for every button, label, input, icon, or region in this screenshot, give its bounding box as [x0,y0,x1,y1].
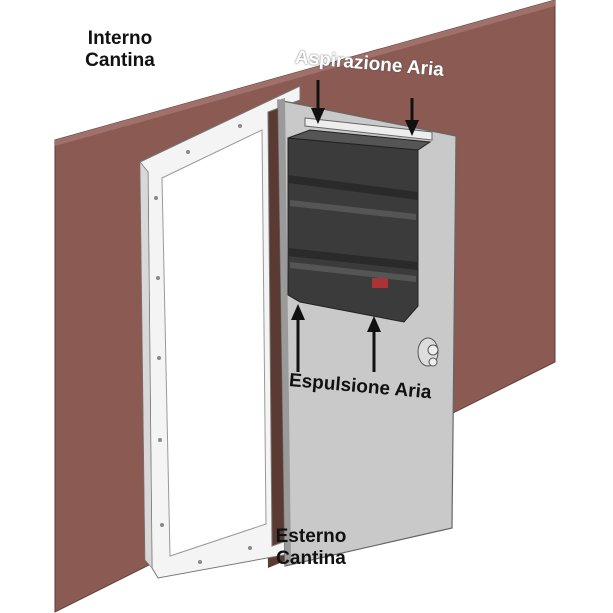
arrows [291,80,419,372]
label-outside-cellar: Esterno Cantina [268,526,354,570]
frame-screws [154,124,252,564]
air-conditioning-unit [287,117,433,323]
door-frame-side [139,161,153,569]
label-inside-line2: Cantina [85,50,155,71]
wall-top-edge [55,0,555,146]
label-outside-line2: Cantina [276,548,346,569]
door-handle-icon [417,337,439,367]
label-inside-cellar: Interno Cantina [78,28,162,72]
door-panel-edge [278,98,291,566]
label-inside-line1: Interno [87,28,153,49]
label-outside-line1: Esterno [275,526,347,547]
door-frame-inner [161,129,267,557]
